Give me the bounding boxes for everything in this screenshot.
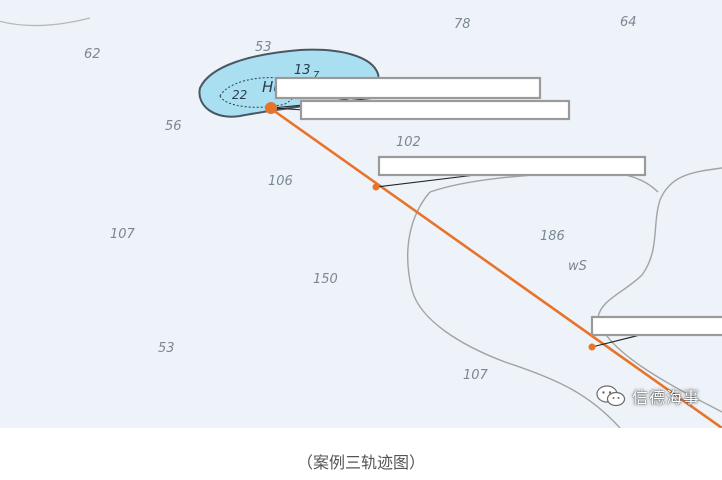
watermark-text: 信德海事 [632, 388, 701, 407]
track-point-start [265, 102, 277, 114]
redacted-label-box [590, 315, 722, 337]
depth-contour-right [597, 167, 722, 413]
seabed-annotation: wS [568, 259, 587, 274]
depth-sounding: 102 [396, 135, 421, 150]
depth-contour-left [407, 191, 621, 428]
figure-caption: （案例三轨迹图） [296, 453, 425, 472]
depth-sounding: 107 [463, 368, 489, 383]
redacted-label-box [377, 155, 647, 177]
nautical-chart: Hu 13 7 22 62 53 78 64 56 102 106 107 18… [0, 0, 722, 428]
wechat-icon [596, 385, 626, 407]
chart-canvas: Hu 13 7 22 62 53 78 64 56 102 106 107 18… [0, 15, 722, 428]
redacted-label-box [299, 99, 571, 121]
depth-sounding: 53 [255, 40, 272, 55]
watermark: 信德海事 [596, 384, 700, 408]
redacted-label-box [274, 76, 542, 100]
leader-line [591, 334, 641, 348]
depth-sounding: 150 [313, 272, 338, 287]
depth-sounding: 64 [620, 15, 637, 30]
depth-sounding: 62 [84, 47, 101, 62]
track-point [372, 183, 380, 191]
shoal-sounding-7: 7 [313, 70, 320, 81]
depth-sounding: 53 [158, 341, 175, 356]
depth-sounding: 186 [540, 229, 565, 244]
shoal-sounding-22: 22 [232, 88, 247, 102]
depth-sounding: 107 [110, 227, 136, 242]
depth-contour-top [0, 17, 91, 27]
depth-sounding: 106 [268, 174, 293, 189]
depth-sounding: 56 [165, 119, 182, 134]
depth-sounding: 78 [454, 17, 471, 32]
vessel-track-line [269, 106, 722, 428]
shoal-sounding-13: 13 [294, 63, 311, 78]
track-point [588, 343, 596, 351]
